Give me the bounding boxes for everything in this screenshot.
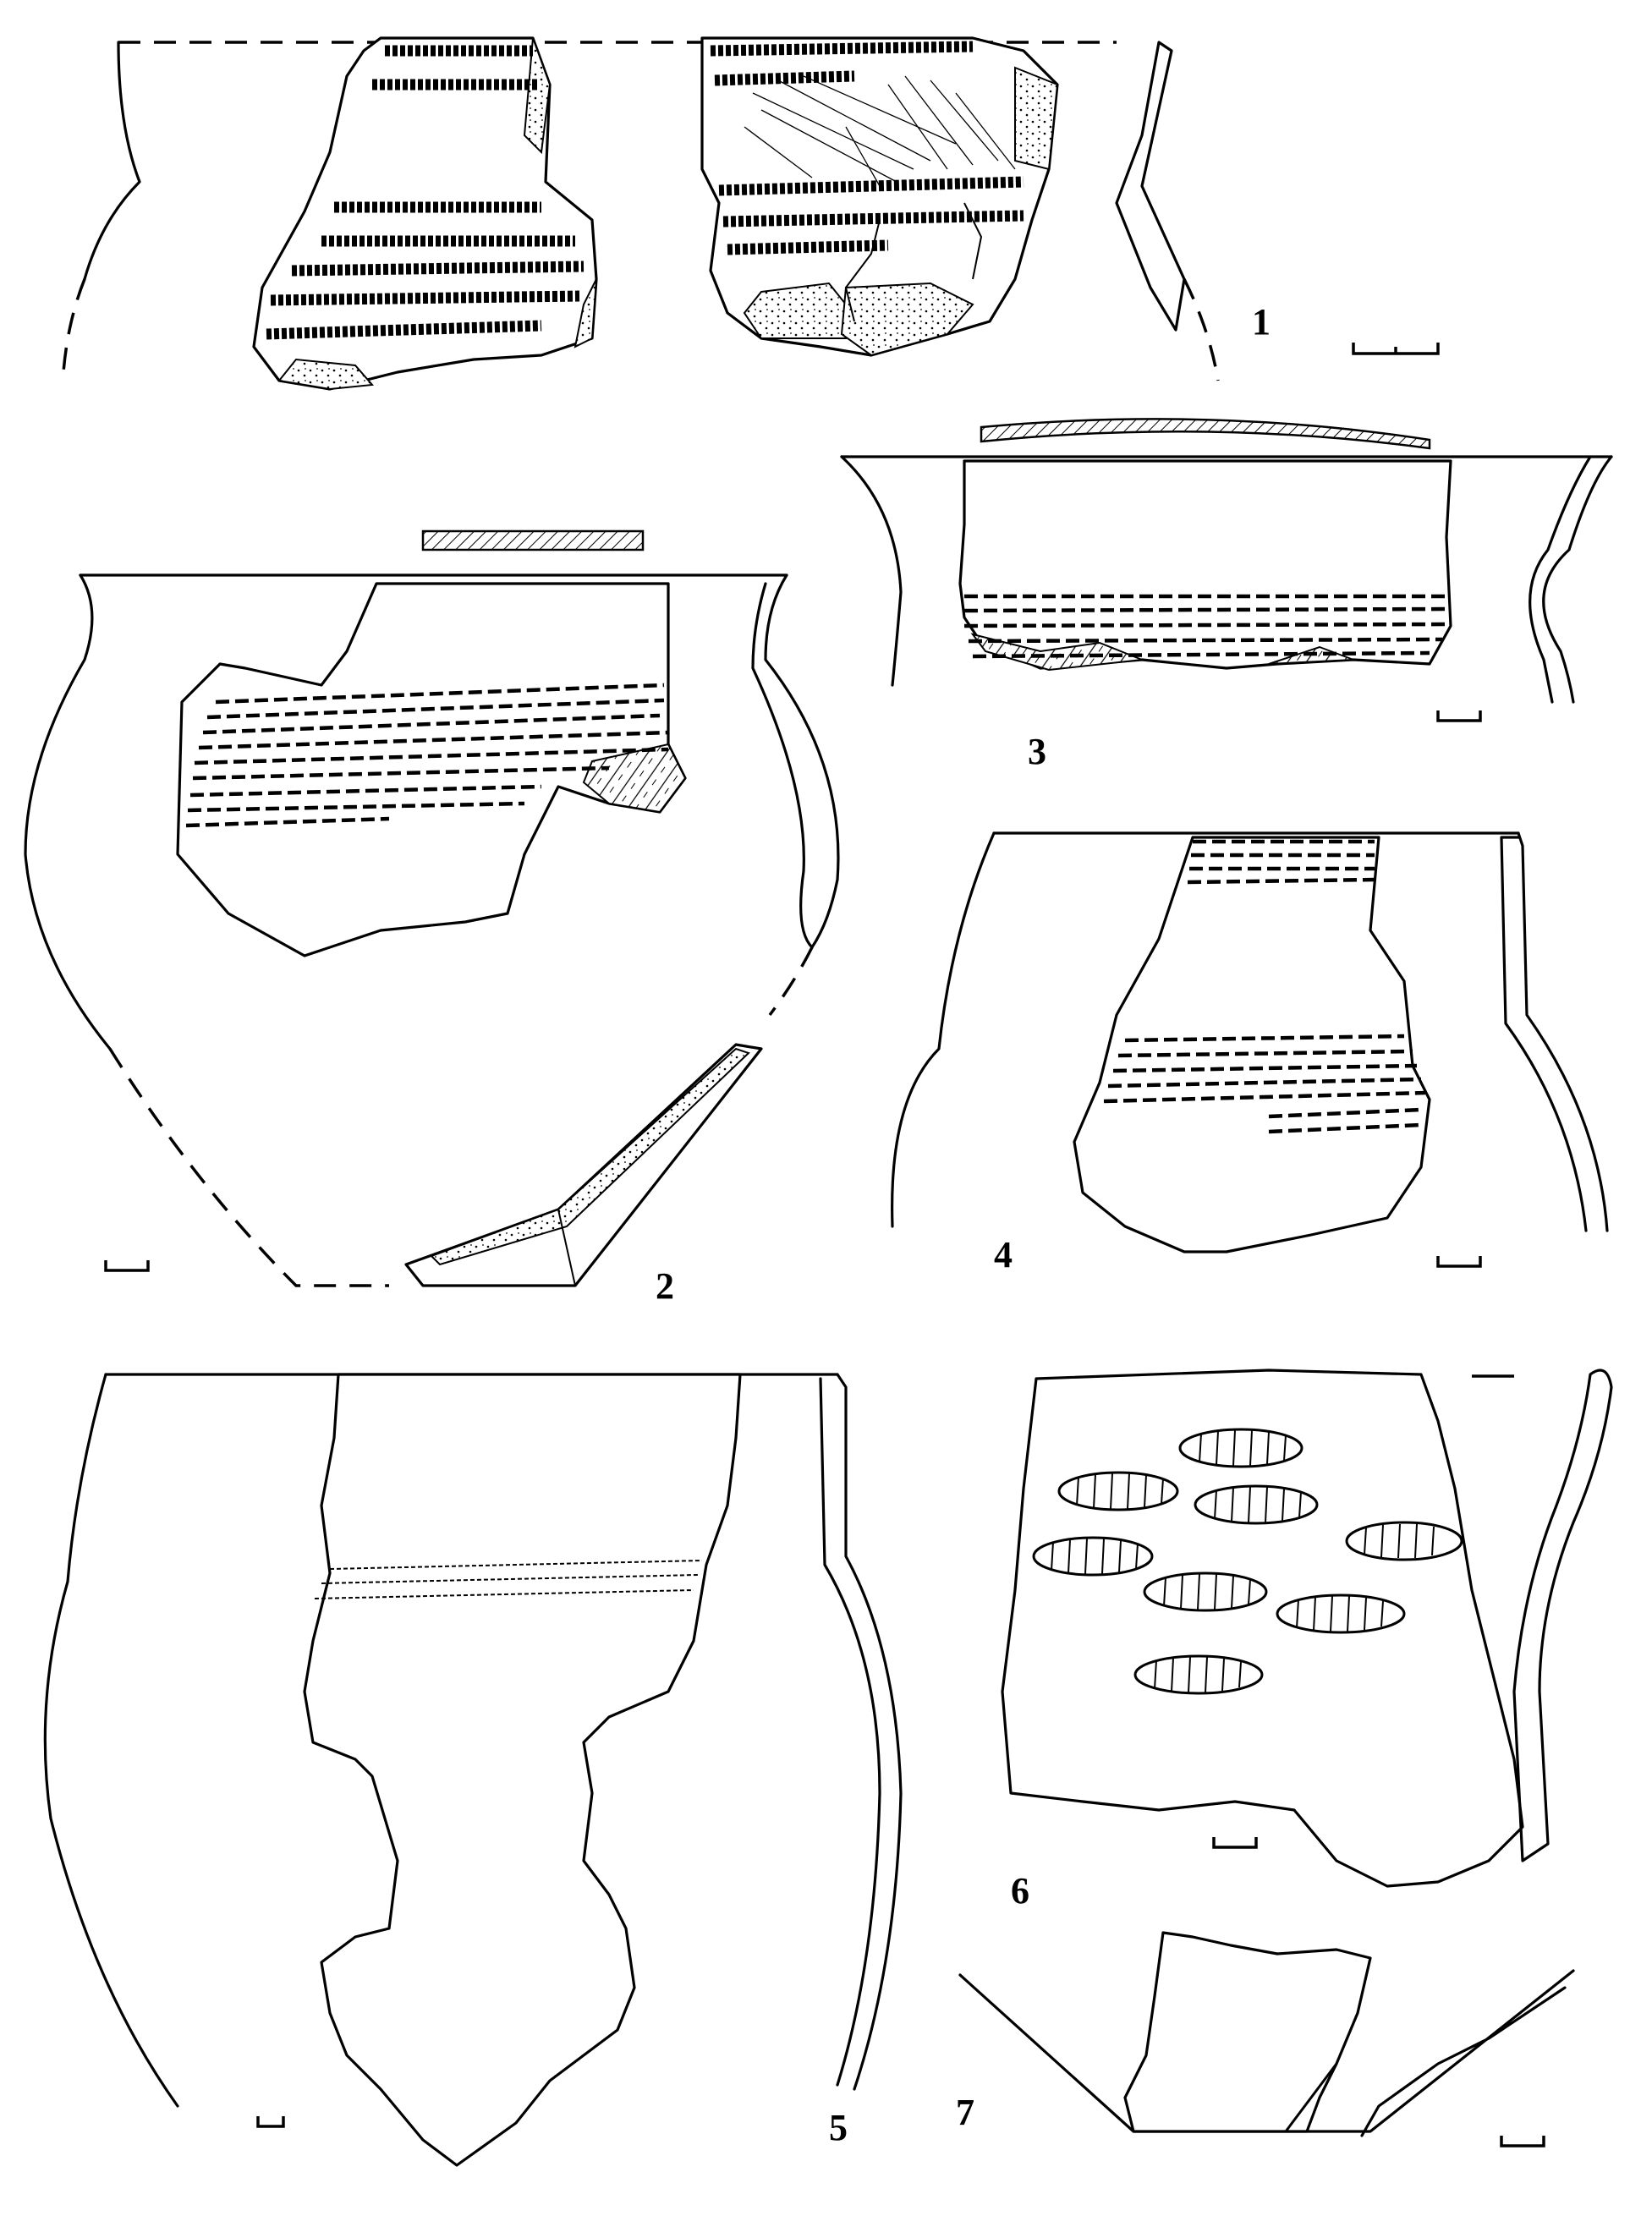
vessel-3-right-section (1529, 455, 1613, 704)
vessel-5-left-profile (43, 1373, 179, 2108)
vessel-1-left-dashed (62, 278, 86, 373)
vessel-3-sherd (958, 459, 1452, 670)
vessel-4-sherd (1073, 836, 1431, 1253)
vessel-4-left-profile (891, 831, 996, 1228)
vessel-1-label: 1 (1252, 301, 1271, 343)
vessel-7-label: 7 (956, 2092, 974, 2133)
vessel-3-drawing: 3 (840, 418, 1613, 772)
vessel-5-drawing: 5 (43, 1373, 903, 2167)
vessel-2-drawing: 2 (24, 529, 840, 1307)
vessel-1-scale-bar (1352, 343, 1440, 355)
vessel-3-label: 3 (1028, 731, 1046, 772)
vessel-7-sherd (1123, 1931, 1372, 2133)
vessel-2-label: 2 (656, 1265, 674, 1307)
vessel-4-scale-bar (1436, 1256, 1482, 1268)
vessel-6-drawing: 6 (1001, 1369, 1613, 1912)
vessel-2-left-profile (24, 573, 112, 1050)
vessel-7-scale-bar (1500, 2136, 1545, 2147)
vessel-6-label: 6 (1011, 1870, 1029, 1912)
vessel-2-scale-bar (104, 1260, 150, 1272)
vessel-3-left-profile (840, 455, 903, 687)
vessel-6-scale-bar (1212, 1837, 1258, 1849)
vessel-3-rim-section (980, 418, 1431, 450)
vessel-3-scale-bar (1436, 710, 1482, 722)
vessel-1-right-dashed (1183, 278, 1220, 381)
vessel-4-drawing: 4 (891, 831, 1609, 1275)
vessel-1-section (1115, 41, 1186, 332)
vessel-7-drawing: 7 (956, 1931, 1575, 2147)
vessel-5-label: 5 (829, 2107, 848, 2148)
vessel-1-drawing: 1 (62, 36, 1440, 391)
vessel-5-scale-bar (256, 2116, 285, 2128)
vessel-2-rim-section (421, 529, 645, 551)
vessel-2-right-section (751, 573, 840, 949)
vessel-1-left-profile (83, 41, 141, 281)
vessel-6-section (1512, 1369, 1613, 1862)
vessel-4-right-section (1500, 831, 1609, 1232)
vessel-5-right-section (819, 1373, 903, 2091)
vessel-5-sherd (303, 1373, 742, 2167)
vessel-4-label: 4 (994, 1234, 1013, 1275)
